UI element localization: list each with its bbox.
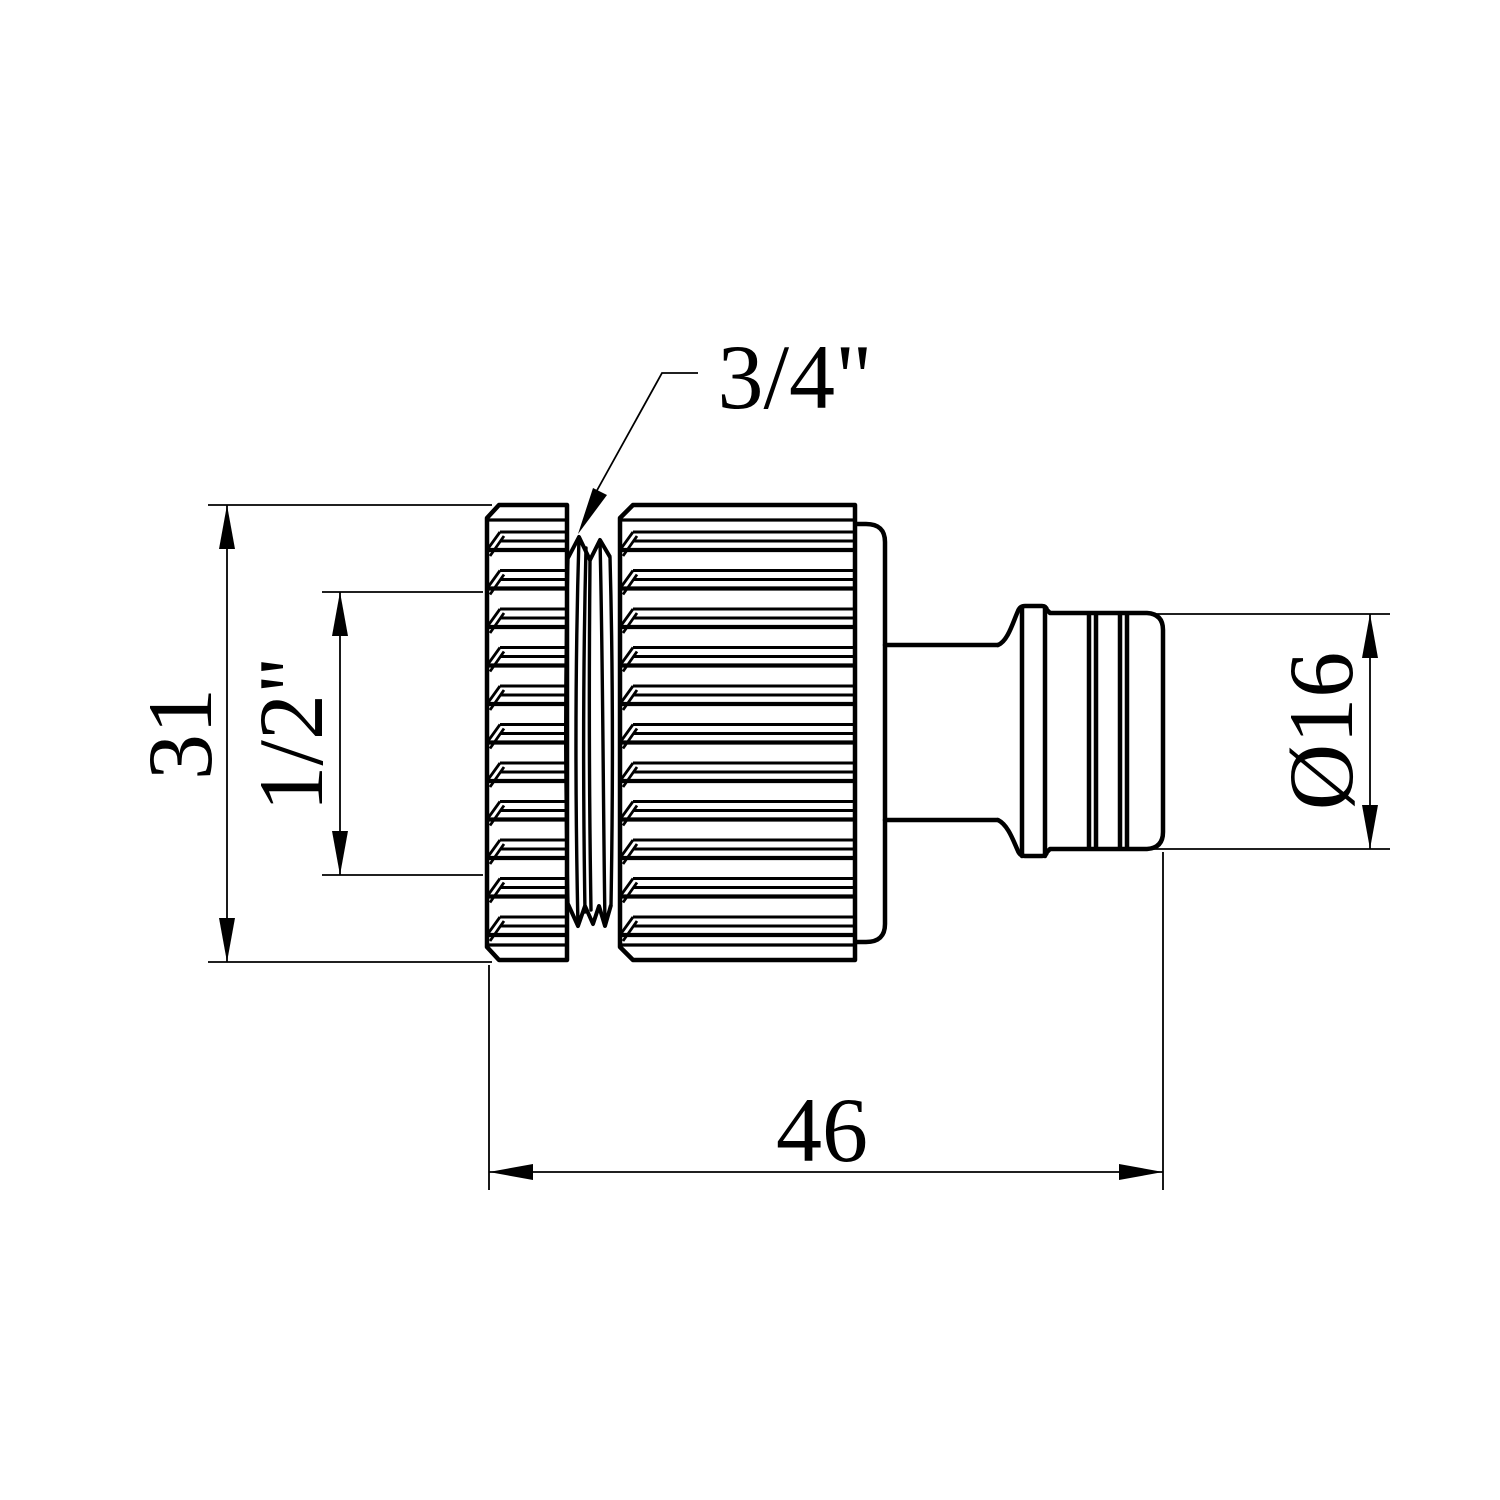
arrowhead-up-icon xyxy=(1362,614,1378,658)
left-knurled-ring-chamfer-lines xyxy=(485,518,569,947)
dimension-label-male-thread: 3/4" xyxy=(717,326,872,428)
hose-nozzle-grooves xyxy=(1019,604,1130,859)
main-knurled-ring-chamfer-lines xyxy=(618,518,857,947)
neck-outline xyxy=(882,642,1002,823)
dimension-label-body-height: 31 xyxy=(129,688,231,780)
arrowhead-down-icon xyxy=(219,918,235,962)
dimension-female-thread: 1/2" xyxy=(240,591,483,876)
arrowhead-right-icon xyxy=(1119,1164,1163,1180)
extension-lines-31 xyxy=(208,504,492,963)
fitting-side-view xyxy=(484,502,1166,963)
rear-flange xyxy=(852,521,888,945)
extension-lines-diameter16 xyxy=(1148,613,1390,850)
leader-arrowhead-icon xyxy=(578,488,607,534)
dimension-label-overall-length: 46 xyxy=(776,1079,868,1181)
arrowhead-left-icon xyxy=(489,1164,533,1180)
dimension-overall-length: 46 xyxy=(488,852,1164,1190)
dimension-label-nozzle-diameter: Ø16 xyxy=(1270,652,1372,810)
main-knurled-ring-knurling xyxy=(620,529,855,946)
leader-male-thread: 3/4" xyxy=(578,326,873,534)
left-knurled-ring-knurling xyxy=(487,529,567,946)
male-thread-section xyxy=(564,535,615,928)
thread-crest-zigzag-top xyxy=(566,535,612,562)
dimension-label-female-thread: 1/2" xyxy=(240,656,342,811)
arrowhead-up-icon xyxy=(332,592,348,636)
extension-lines-half-inch xyxy=(322,591,483,876)
leader-line xyxy=(589,372,698,504)
arrowhead-down-icon xyxy=(332,831,348,875)
extension-lines-46 xyxy=(488,852,1164,1190)
dimension-nozzle-diameter: Ø16 xyxy=(1148,613,1390,850)
arrowhead-down-icon xyxy=(1362,805,1378,849)
arrowhead-up-icon xyxy=(219,505,235,549)
thread-profile-lines xyxy=(564,535,615,928)
dimension-body-height: 31 xyxy=(129,504,492,963)
